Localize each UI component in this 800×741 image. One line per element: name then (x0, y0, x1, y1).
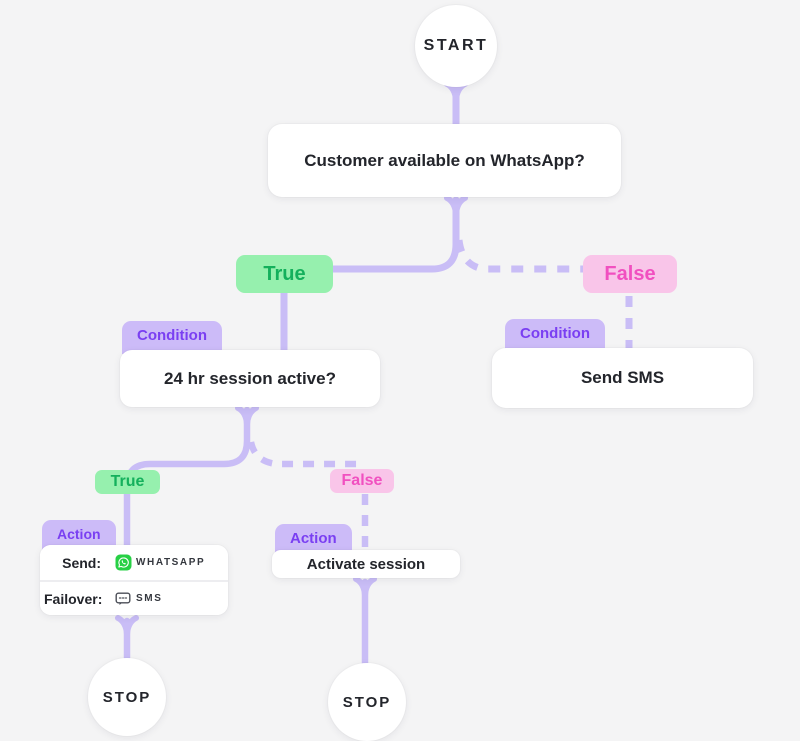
sms-icon (110, 592, 136, 606)
connector-condition-to-false2-dashed (247, 441, 358, 468)
stop-right-label: STOP (342, 693, 392, 711)
action-right-label: Activate session (306, 555, 426, 573)
send-label: Send: (62, 554, 101, 571)
condition-left-badge[interactable]: Condition (122, 321, 222, 354)
stop-node-left[interactable]: STOP (88, 658, 166, 736)
start-label: START (423, 37, 489, 54)
condition-right-node[interactable]: Send SMS (492, 348, 753, 408)
condition-left-label: 24 hr session active? (164, 368, 336, 388)
branch2-true-label: True (110, 473, 145, 490)
failover-label: Failover: (44, 590, 103, 607)
branch1-true-label: True (263, 262, 306, 285)
branch1-false-label: False (604, 262, 656, 285)
branch1-true-badge[interactable]: True (236, 255, 333, 293)
condition-right-badge[interactable]: Condition (505, 319, 605, 352)
action-right-node[interactable]: Activate session (272, 550, 460, 578)
branch1-false-badge[interactable]: False (583, 255, 677, 293)
root-question-label: Customer available on WhatsApp? (304, 150, 585, 170)
stop-node-right[interactable]: STOP (328, 663, 406, 741)
condition-right-badge-label: Condition (520, 325, 590, 342)
branch2-false-label: False (341, 472, 383, 489)
condition-left-badge-label: Condition (137, 327, 207, 344)
action-failover-row[interactable]: Failover: SMS (40, 580, 228, 615)
whatsapp-icon (110, 554, 136, 571)
connector-question-to-true (329, 196, 460, 273)
stop-left-label: STOP (102, 688, 152, 706)
action-left-badge-label: Action (57, 526, 101, 542)
condition-right-label: Send SMS (580, 368, 665, 387)
branch2-true-badge[interactable]: True (95, 470, 160, 494)
branch2-false-badge[interactable]: False (330, 469, 394, 493)
failover-channel-label: SMS (136, 593, 163, 604)
root-question-node[interactable]: Customer available on WhatsApp? (268, 124, 621, 197)
action-left-node[interactable]: Send: WHATSAPP Failover: SMS (40, 545, 228, 615)
action-send-row[interactable]: Send: WHATSAPP (40, 545, 228, 580)
send-channel-label: WHATSAPP (136, 557, 206, 568)
condition-left-node[interactable]: 24 hr session active? (120, 350, 380, 407)
start-node[interactable]: START (415, 5, 497, 87)
action-right-badge-label: Action (290, 530, 337, 547)
connector-question-to-false-dashed (455, 239, 583, 273)
